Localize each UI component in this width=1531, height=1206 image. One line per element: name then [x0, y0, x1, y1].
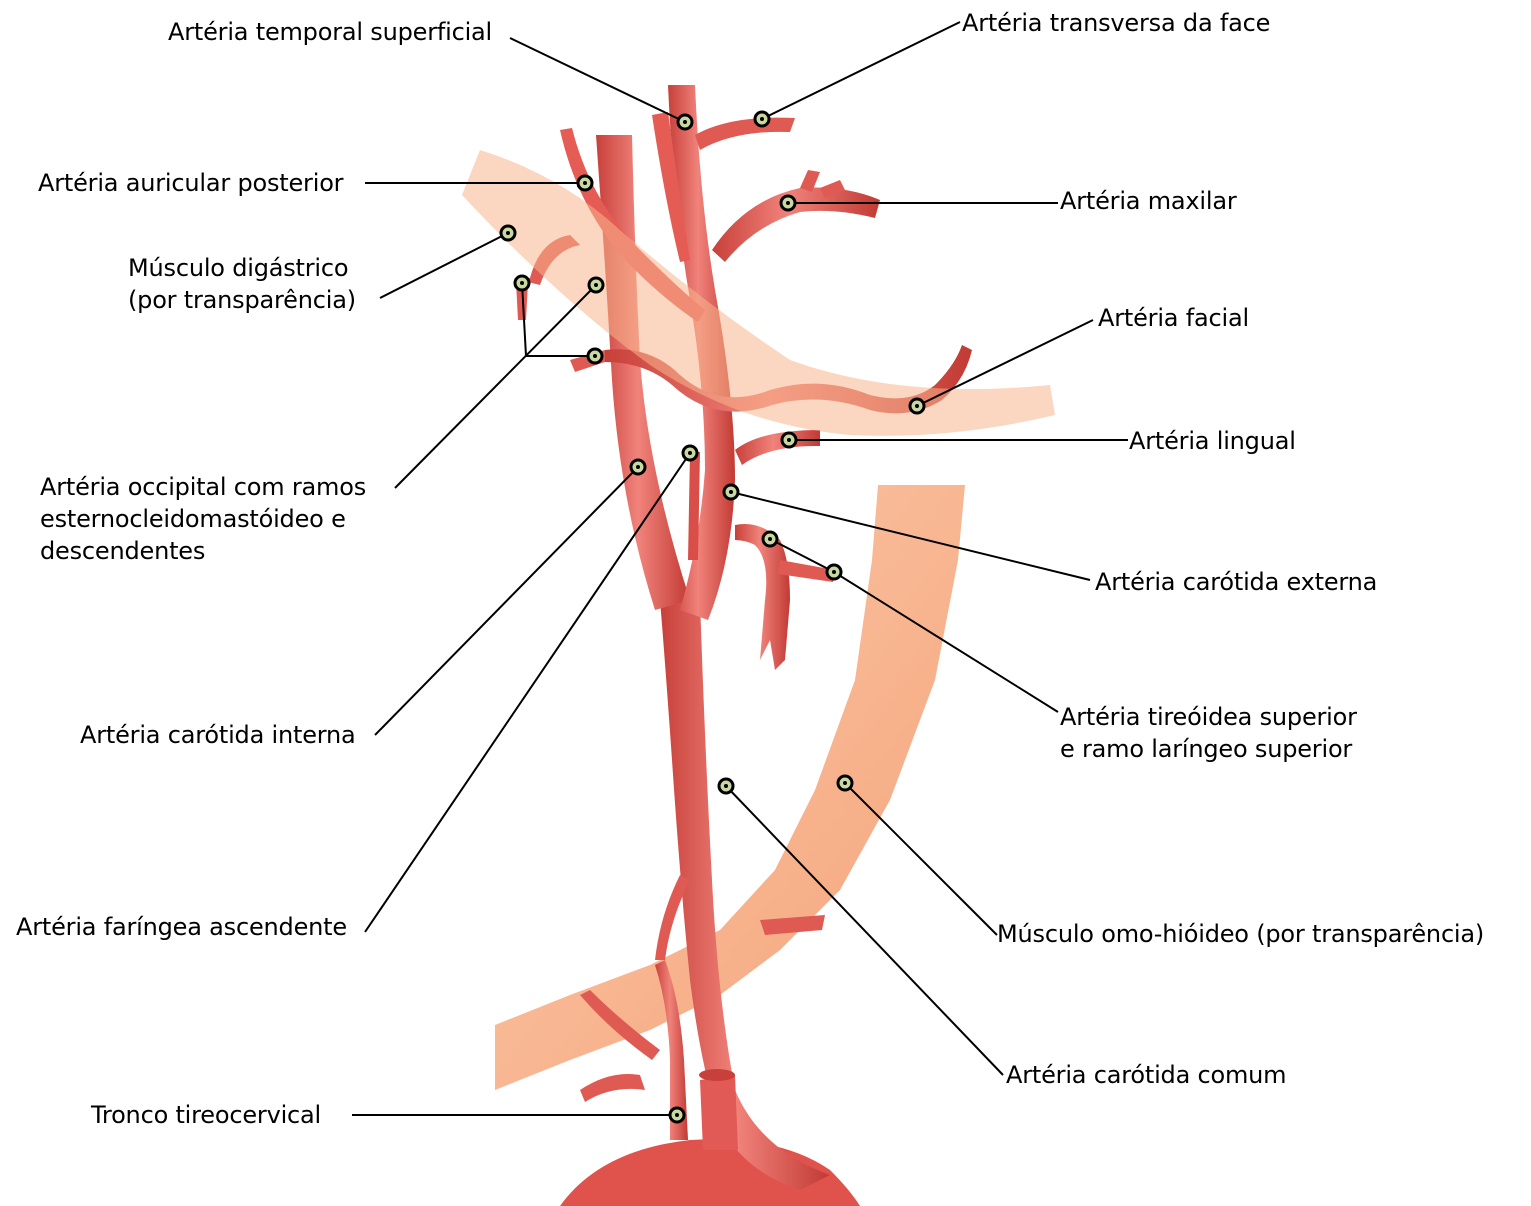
- label-digastrico: Músculo digástrico (por transparência): [128, 252, 356, 316]
- marker-carotida-interna: [631, 460, 645, 474]
- label-carotida-interna: Artéria carótida interna: [80, 719, 356, 751]
- marker-auricular-posterior: [578, 176, 592, 190]
- label-lingual: Artéria lingual: [1129, 425, 1296, 457]
- lingual-artery: [735, 430, 820, 465]
- marker-omo-hioideo: [838, 776, 852, 790]
- digastric-muscle: [462, 150, 1055, 436]
- label-maxilar: Artéria maxilar: [1060, 185, 1237, 217]
- marker-occipital-2: [589, 278, 603, 292]
- vessel-stump-opening: [699, 1069, 735, 1081]
- label-carotida-comum: Artéria carótida comum: [1006, 1059, 1286, 1091]
- trunk-branch: [580, 1074, 645, 1102]
- transverse-facial-artery: [695, 118, 795, 150]
- marker-lingual: [782, 433, 796, 447]
- marker-digastrico: [501, 226, 515, 240]
- marker-facial: [910, 399, 924, 413]
- label-facial: Artéria facial: [1098, 302, 1249, 334]
- label-occipital: Artéria occipital com ramos esternocleid…: [40, 471, 366, 567]
- label-occipital-line1: Artéria occipital com ramos: [40, 471, 366, 503]
- ascending-pharyngeal-artery: [688, 452, 700, 560]
- marker-tronco: [670, 1108, 684, 1122]
- marker-tireoidea-2: [827, 565, 841, 579]
- label-transversa-face: Artéria transversa da face: [962, 7, 1270, 39]
- marker-maxilar: [781, 196, 795, 210]
- vessel-stump: [700, 1075, 738, 1150]
- label-tronco-tireocervical: Tronco tireocervical: [91, 1099, 321, 1131]
- marker-occipital-3: [588, 349, 602, 363]
- label-tireoidea-line1: Artéria tireóidea superior: [1060, 701, 1357, 733]
- label-omo-hioideo: Músculo omo-hióideo (por transparência): [997, 918, 1484, 950]
- label-faringea-ascendente: Artéria faríngea ascendente: [16, 911, 347, 943]
- label-occipital-line3: descendentes: [40, 535, 366, 567]
- marker-carotida-externa: [724, 485, 738, 499]
- label-auricular-posterior: Artéria auricular posterior: [38, 167, 343, 199]
- marker-occipital-1: [515, 276, 529, 290]
- label-digastrico-line2: (por transparência): [128, 284, 356, 316]
- marker-temporal-superficial: [678, 115, 692, 129]
- label-carotida-externa: Artéria carótida externa: [1095, 566, 1377, 598]
- label-temporal-superficial: Artéria temporal superficial: [168, 16, 492, 48]
- label-occipital-line2: esternocleidomastóideo e: [40, 503, 366, 535]
- marker-carotida-comum: [719, 779, 733, 793]
- marker-tireoidea-1: [763, 532, 777, 546]
- marker-faringea: [683, 446, 697, 460]
- label-digastrico-line1: Músculo digástrico: [128, 252, 356, 284]
- label-tireoidea-line2: e ramo laríngeo superior: [1060, 733, 1357, 765]
- label-tireoidea: Artéria tireóidea superior e ramo laríng…: [1060, 701, 1357, 765]
- maxillary-artery: [712, 188, 880, 263]
- marker-transversa-face: [755, 112, 769, 126]
